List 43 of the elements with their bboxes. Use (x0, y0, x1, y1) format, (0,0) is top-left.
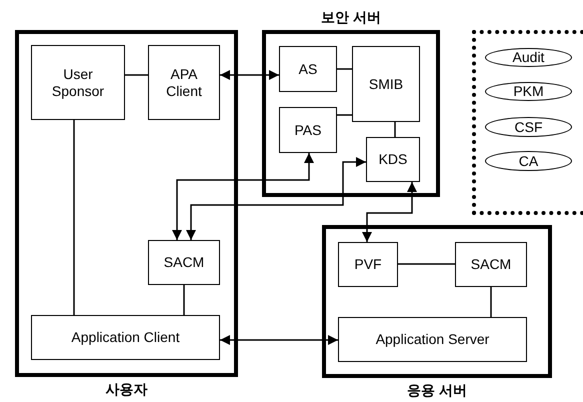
connector-line (337, 114, 352, 116)
connector-line (394, 122, 396, 137)
dashed-frame (472, 30, 583, 215)
connector-line (183, 285, 185, 315)
node-label: Audit (512, 49, 544, 66)
arrow (220, 70, 279, 80)
arrow (220, 335, 338, 345)
node-label: User Sponsor (50, 66, 106, 100)
node-label: PAS (294, 122, 322, 138)
process-box (148, 240, 220, 285)
process-box (31, 315, 220, 360)
node-label: APA Client (165, 66, 203, 100)
process-box (31, 45, 125, 120)
node-label: Application Client (71, 329, 180, 346)
process-box (338, 242, 398, 287)
node-label: CA (518, 152, 538, 170)
arrow (362, 182, 417, 242)
connector-line (398, 263, 455, 265)
group-heading: 사용자 (104, 381, 148, 398)
node-label: PVF (354, 256, 382, 273)
node-label: Application Server (376, 331, 490, 348)
group-heading: 보안 서버 (320, 9, 382, 26)
node-label: CSF (514, 118, 542, 136)
node-label: KDS (378, 151, 408, 168)
process-box (352, 46, 420, 122)
connector-line (73, 120, 75, 315)
arrow (186, 157, 366, 240)
connector-line (337, 68, 352, 70)
node-label: AS (298, 60, 318, 78)
process-box (279, 107, 337, 153)
connector-line (125, 74, 148, 76)
process-box (279, 46, 337, 92)
process-box (148, 45, 220, 120)
node-label: SACM (164, 254, 204, 271)
node-label: SMIB (368, 76, 404, 92)
node-label: PKM (513, 83, 544, 100)
arrow (172, 153, 314, 240)
process-box (455, 242, 527, 287)
node-label: SACM (470, 256, 512, 273)
connector-line (490, 287, 492, 317)
process-box (338, 317, 527, 362)
group-heading: 응용 서버 (406, 382, 468, 399)
process-box (366, 137, 420, 182)
